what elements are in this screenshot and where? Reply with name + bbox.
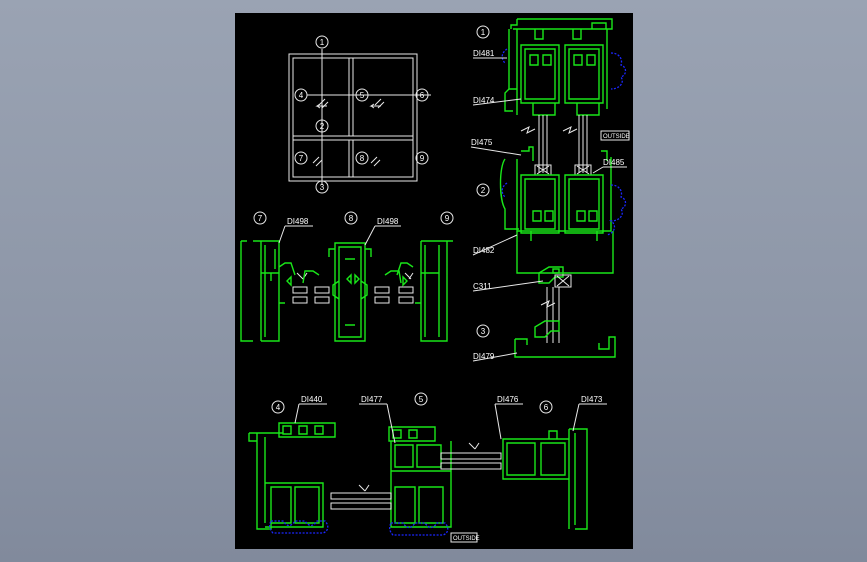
callout-markers: 1 4 5 6 2 7 8 9 3 1 2 3 7 8 9 4 5 6	[253, 25, 553, 414]
label-outside-top: OUTSIDE	[603, 134, 630, 140]
callout-9: 9	[420, 154, 425, 163]
label-di479: DI479	[473, 352, 495, 361]
label-di475: DI475	[471, 138, 493, 147]
label-di498-left: DI498	[287, 217, 309, 226]
label-di477: DI477	[361, 395, 383, 404]
callout-4-section: 4	[276, 403, 281, 412]
sections-7-8-9	[240, 240, 453, 342]
window-profile-drawing: 1 4 5 6 2 7 8 9 3 1 2 3 7 8 9 4 5 6	[240, 18, 630, 543]
callout-3: 3	[320, 183, 325, 192]
callout-8-section: 8	[349, 214, 354, 223]
label-di474: DI474	[473, 96, 495, 105]
callout-9-section: 9	[445, 214, 450, 223]
callout-5-section: 5	[419, 395, 424, 404]
callout-2: 2	[320, 122, 325, 131]
callout-5: 5	[360, 91, 365, 100]
section-labels-right: DI481 DI474 DI475 DI485 DI482 C311 DI479…	[470, 49, 630, 362]
vertical-section	[499, 18, 627, 358]
label-di440: DI440	[301, 395, 323, 404]
callout-2-section: 2	[481, 186, 486, 195]
callout-8: 8	[360, 154, 365, 163]
callout-1-section: 1	[481, 28, 486, 37]
callout-3-section: 3	[481, 327, 486, 336]
callout-6: 6	[420, 91, 425, 100]
label-di473: DI473	[581, 395, 603, 404]
callout-6-section: 6	[544, 403, 549, 412]
callout-7-section: 7	[258, 214, 263, 223]
callout-4: 4	[299, 91, 304, 100]
label-di481: DI481	[473, 49, 495, 58]
sections-4-5-6: OUTSIDE	[248, 422, 588, 543]
label-di476: DI476	[497, 395, 519, 404]
label-outside-bottom: OUTSIDE	[453, 536, 480, 542]
window-elevation	[288, 49, 431, 185]
callout-7: 7	[299, 154, 304, 163]
section-labels-456: DI440 DI477 DI476 DI473	[294, 395, 607, 444]
label-di498-right: DI498	[377, 217, 399, 226]
label-di485: DI485	[603, 158, 625, 167]
cad-drawing-sheet: 1 4 5 6 2 7 8 9 3 1 2 3 7 8 9 4 5 6	[235, 13, 633, 549]
label-c311: C311	[473, 282, 492, 291]
callout-1: 1	[320, 38, 325, 47]
section-labels-789: DI498 DI498	[278, 217, 401, 246]
